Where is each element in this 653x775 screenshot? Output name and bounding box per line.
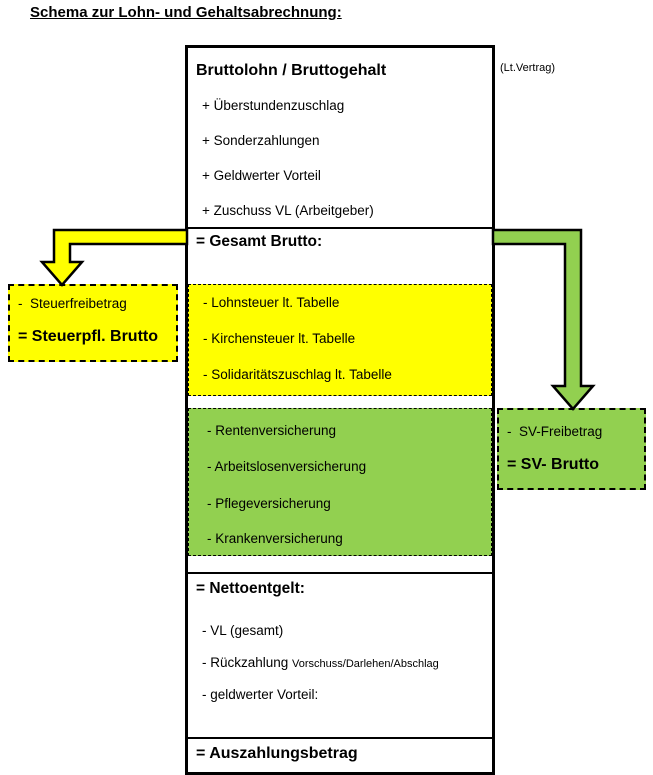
sv-brutto-label: = SV- Brutto bbox=[507, 456, 600, 473]
main-column: Bruttolohn / Bruttogehalt + Überstundenz… bbox=[185, 45, 495, 775]
net-deduction-detail: Vorschuss/Darlehen/Abschlag bbox=[292, 658, 439, 670]
tax-deductions-block: - Lohnsteuer lt. Tabelle - Kirchensteuer… bbox=[188, 284, 492, 396]
tax-deduction-item: - Kirchensteuer lt. Tabelle bbox=[203, 331, 356, 346]
gesamt-brutto-label: = Gesamt Brutto: bbox=[196, 233, 323, 250]
net-deduction-text: - Rückzahlung bbox=[202, 655, 293, 670]
divider bbox=[188, 737, 492, 739]
steuerpfl-brutto-label: = Steuerpfl. Brutto bbox=[18, 328, 159, 345]
social-deduction-item: - Krankenversicherung bbox=[207, 531, 343, 546]
steuerfrei-box: - Steuerfreibetrag = Steuerpfl. Brutto bbox=[8, 284, 178, 362]
net-deduction-item: - geldwerter Vorteil: bbox=[202, 687, 318, 702]
addition-item: + Sonderzahlungen bbox=[202, 133, 320, 148]
addition-item: + Überstundenzuschlag bbox=[202, 98, 345, 113]
sv-box: - SV-Freibetrag = SV- Brutto bbox=[497, 408, 646, 490]
right-arrow bbox=[491, 228, 596, 411]
bruttolohn-header: Bruttolohn / Bruttogehalt bbox=[196, 62, 387, 79]
nettoentgelt-label: = Nettoentgelt: bbox=[196, 580, 305, 597]
addition-item: + Zuschuss VL (Arbeitgeber) bbox=[202, 203, 374, 218]
left-arrow bbox=[39, 228, 189, 287]
net-deduction-text: - geldwerter Vorteil: bbox=[202, 687, 319, 702]
tax-deduction-item: - Lohnsteuer lt. Tabelle bbox=[203, 295, 340, 310]
divider bbox=[188, 572, 492, 574]
social-deductions-block: - Rentenversicherung - Arbeitslosenversi… bbox=[188, 408, 492, 556]
addition-item: + Geldwerter Vorteil bbox=[202, 168, 321, 183]
net-deduction-item: - Rückzahlung Vorschuss/Darlehen/Abschla… bbox=[202, 655, 439, 670]
social-deduction-item: - Pflegeversicherung bbox=[207, 496, 331, 511]
net-deduction-text: - VL (gesamt) bbox=[202, 623, 284, 638]
sv-freibetrag-label: - SV-Freibetrag bbox=[507, 424, 603, 439]
social-deduction-item: - Arbeitslosenversicherung bbox=[207, 459, 367, 474]
net-deduction-item: - VL (gesamt) bbox=[202, 623, 283, 638]
auszahlungsbetrag-label: = Auszahlungsbetrag bbox=[196, 745, 358, 762]
divider bbox=[188, 227, 492, 229]
steuerfreibetrag-label: - Steuerfreibetrag bbox=[18, 296, 127, 311]
social-deduction-item: - Rentenversicherung bbox=[207, 423, 337, 438]
contract-note: (Lt.Vertrag) bbox=[500, 62, 556, 74]
tax-deduction-item: - Solidaritätszuschlag lt. Tabelle bbox=[203, 367, 392, 382]
diagram-title: Schema zur Lohn- und Gehaltsabrechnung: bbox=[30, 4, 342, 21]
